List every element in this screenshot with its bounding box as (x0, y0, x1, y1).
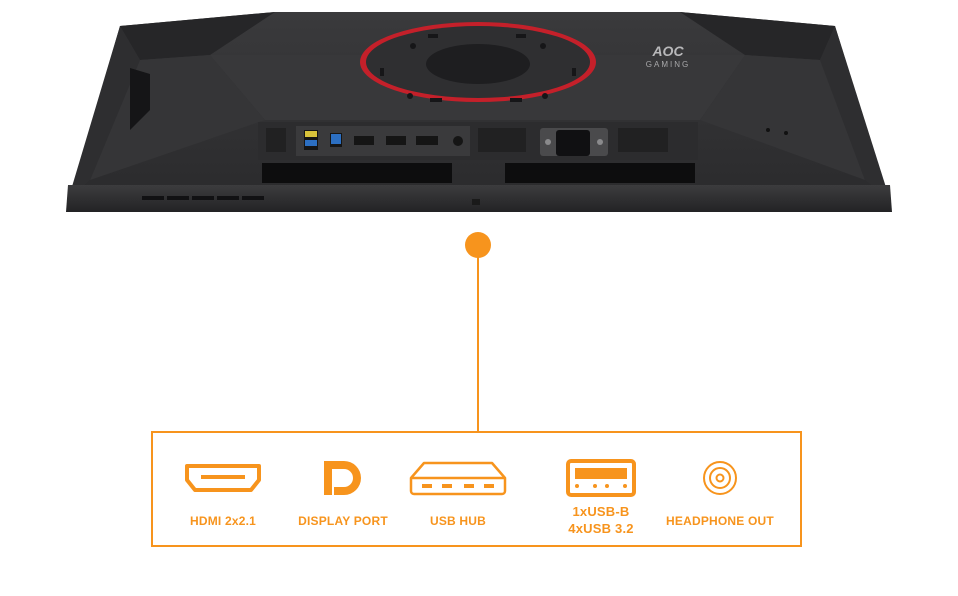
port-label-multiline: 1xUSB-B 4xUSB 3.2 (531, 503, 671, 537)
port-label: HDMI 2x2.1 (189, 514, 257, 528)
port-label: DISPLAY PORT (298, 514, 388, 528)
callout-line (477, 256, 479, 432)
displayport-icon (273, 457, 413, 499)
port-label: HEADPHONE OUT (666, 514, 774, 528)
port-item-usb: 1xUSB-B 4xUSB 3.2 (531, 433, 671, 545)
port-item-hdmi: HDMI 2x2.1 (153, 433, 293, 545)
port-item-usb-hub: USB HUB (388, 433, 528, 545)
port-label-line: 4xUSB 3.2 (568, 521, 634, 536)
port-item-displayport: DISPLAY PORT (273, 433, 413, 545)
monitor-rear-image: AOC GAMING (66, 12, 892, 212)
usb-port-icon (531, 457, 671, 499)
headphone-jack-icon (650, 457, 790, 499)
port-label: USB HUB (429, 514, 487, 528)
usb-hub-icon (388, 457, 528, 499)
svg-text:GAMING: GAMING (646, 60, 690, 69)
hdmi-icon (153, 457, 293, 499)
callout-dot (465, 232, 491, 258)
port-item-headphone: HEADPHONE OUT (650, 433, 790, 545)
port-summary-box: HDMI 2x2.1 DISPLAY PORT (151, 431, 802, 547)
port-label-line: 1xUSB-B (572, 504, 630, 519)
brand-logo: AOC (651, 43, 684, 59)
